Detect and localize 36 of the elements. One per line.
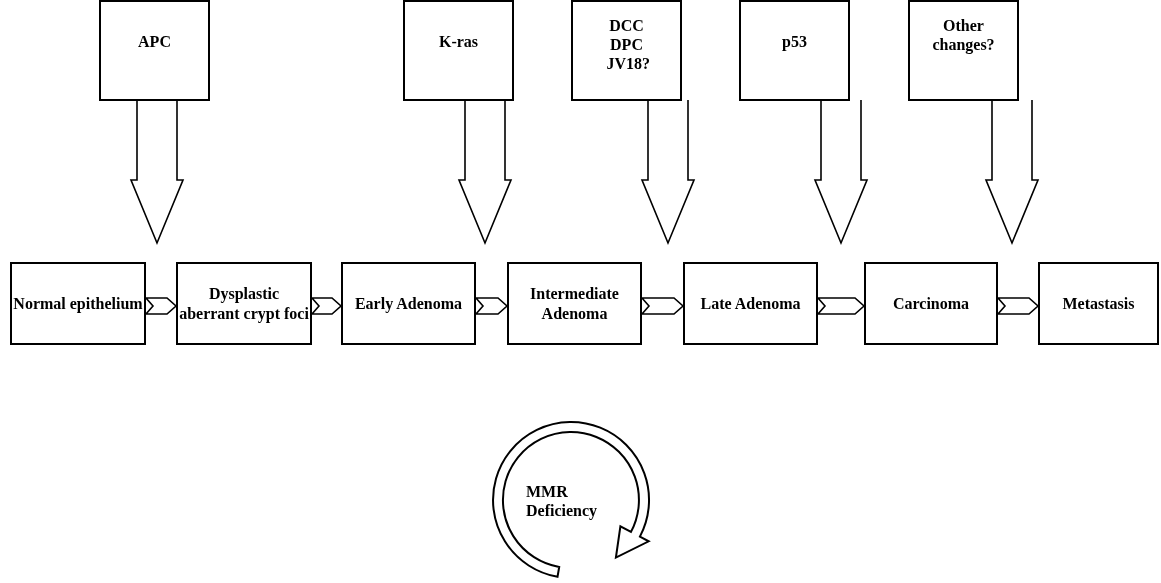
stage-label: Intermediate Adenoma xyxy=(529,284,620,323)
stage-label: Dysplastic aberrant crypt foci xyxy=(178,284,310,323)
stage-box xyxy=(10,262,146,345)
cycle-label: MMR Deficiency xyxy=(526,481,599,521)
chevron-arrow xyxy=(996,297,1040,315)
stage-label: Carcinoma xyxy=(892,293,970,314)
block-arrow xyxy=(129,99,185,246)
block-arrow xyxy=(813,99,869,246)
mutation-callout-box xyxy=(739,0,850,101)
mutation-callout-box xyxy=(571,0,682,101)
block-arrow xyxy=(640,99,696,246)
chevron-arrow xyxy=(474,297,509,315)
chevron-arrow xyxy=(310,297,343,315)
gene-label: Other changes? xyxy=(931,16,996,55)
chevron-arrow xyxy=(640,297,685,315)
block-arrow xyxy=(984,99,1040,246)
stage-box xyxy=(341,262,476,345)
mutation-callout-box xyxy=(403,0,514,101)
stage-box xyxy=(176,262,312,345)
stage-box xyxy=(683,262,818,345)
stage-label: Metastasis xyxy=(1062,293,1135,314)
stage-box xyxy=(1038,262,1159,345)
stage-label: Early Adenoma xyxy=(354,293,463,314)
gene-label: p53 xyxy=(781,32,808,52)
stage-box xyxy=(507,262,642,345)
block-arrow xyxy=(457,99,513,246)
stage-label: Normal epithelium xyxy=(13,293,143,314)
gene-label: K-ras xyxy=(437,32,480,52)
mutation-callout-box xyxy=(99,0,210,101)
stage-label: Late Adenoma xyxy=(700,293,801,314)
gene-label: DCC DPC JV18? xyxy=(606,16,647,74)
chevron-arrow xyxy=(816,297,866,315)
chevron-arrow xyxy=(144,297,178,315)
mutation-callout-box xyxy=(908,0,1019,101)
stage-box xyxy=(864,262,998,345)
gene-label: APC xyxy=(137,32,172,52)
